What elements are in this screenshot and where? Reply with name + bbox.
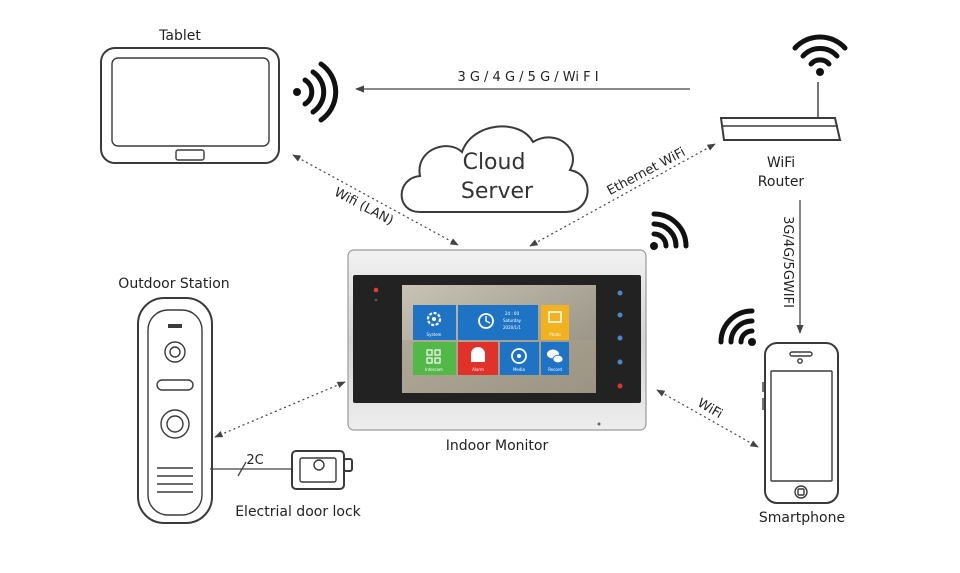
smartphone-wifi-icon [718,308,756,346]
outdoor-station-device [137,297,213,524]
phone-to-monitor-link [656,389,759,448]
phone-to-monitor-label: WiFi [695,396,725,422]
tablet-device [100,47,280,164]
tile-media-label: Media [513,367,526,372]
router-to-monitor-label: Ethernet WiFi [605,145,688,199]
indoor-monitor-label: Indoor Monitor [446,438,549,454]
tile-alarm-label: Alarm [472,367,484,372]
router-to-phone-label: 3G/4G/5GWIFI [780,216,795,308]
photo-frame-icon [548,311,562,323]
station-to-monitor-link [214,381,346,438]
smartphone-label: Smartphone [759,510,845,526]
cloud-label-line2: Server [461,179,534,204]
clock-day: Saturday [503,318,522,323]
smartphone-device [762,342,839,504]
router-to-tablet-label: 3 G / 4 G / 5 G / Wi F I [457,70,598,85]
record-chat-icon [547,349,564,364]
router-to-monitor-link [529,143,716,247]
tile-intercom-label: Intercom [425,367,443,372]
clock-time: 24 : 00 [505,311,520,316]
alarm-siren-icon [471,347,485,362]
tile-system-label: System [427,332,442,337]
monitor-side-buttons [617,290,623,389]
wire-tick-mark [237,461,247,477]
router-label-line2: Router [758,174,805,190]
cloud-label-line1: Cloud [463,150,526,175]
indoor-monitor-device: System 24 : 00 Saturday 2020/1/1 Photo I… [347,249,647,431]
wifi-router-device [719,82,842,141]
intercom-grid-icon [426,349,441,364]
settings-gear-icon [426,311,442,327]
alarm-clock-icon [478,313,494,329]
tile-photo-label: Photo [549,332,561,337]
monitor-wifi-icon [650,211,689,250]
door-lock-device [291,450,353,490]
station-to-lock-label: 2C [246,453,263,468]
door-lock-label: Electrial door lock [235,504,361,520]
media-reel-icon [511,348,527,364]
tablet-to-monitor-label: Wifi (LAN) [332,185,396,229]
clock-date: 2020/1/1 [503,325,521,330]
tile-record-label: Record [548,367,562,372]
tablet-to-monitor-link [292,154,459,246]
tablet-label: Tablet [158,28,201,44]
outdoor-station-label: Outdoor Station [118,276,229,292]
wifi-signal-icon [293,61,339,123]
router-label-line1: WiFi [767,155,795,171]
router-wifi-icon [792,34,848,76]
